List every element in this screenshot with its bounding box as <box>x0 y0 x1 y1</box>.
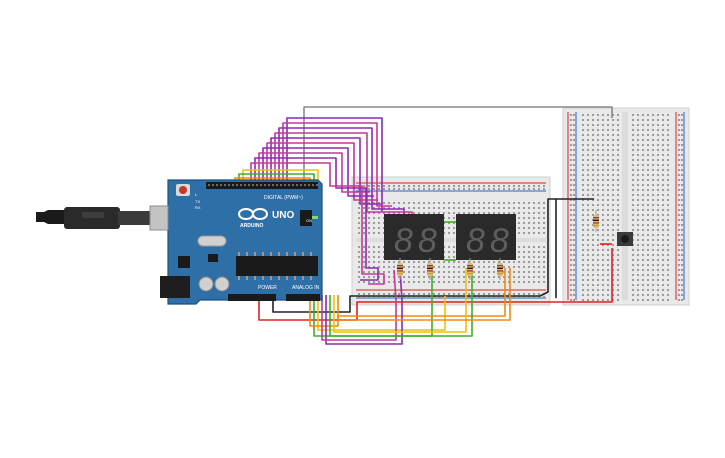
wire-purple[interactable] <box>286 117 383 212</box>
on-label: ON <box>306 218 312 223</box>
analog-label: ANALOG IN <box>292 285 320 291</box>
wire-purple[interactable] <box>254 157 379 281</box>
l-label: L <box>195 192 198 197</box>
wire-magenta[interactable] <box>321 269 397 341</box>
resistors <box>397 210 599 280</box>
crystal-oscillator <box>197 235 227 247</box>
display-digit: 8 <box>394 222 413 260</box>
wire-magenta[interactable] <box>250 162 385 285</box>
breadboard-holes <box>570 114 683 301</box>
wire-magenta[interactable] <box>274 132 413 216</box>
resistor-icon[interactable] <box>397 258 403 280</box>
power-jack[interactable] <box>160 276 190 298</box>
arduino-uno-board[interactable]: UNO ARDUINO DIGITAL (PWM~) POWER ANALOG … <box>149 179 323 305</box>
arduino-logo-icon <box>238 208 268 220</box>
wire-orange[interactable] <box>337 268 511 321</box>
tx-label: TX <box>195 199 200 204</box>
reset-button-cap[interactable] <box>179 186 187 194</box>
display-digit: 8 <box>418 222 437 260</box>
atmega-chip <box>236 256 318 276</box>
power-header[interactable] <box>228 294 276 301</box>
board-model: UNO <box>272 210 294 221</box>
power-label: POWER <box>258 285 277 291</box>
icsp-header <box>300 210 312 226</box>
voltage-regulator <box>178 256 190 268</box>
display-housing <box>456 214 516 260</box>
push-button-icon[interactable] <box>617 232 633 246</box>
resistor-icon[interactable] <box>427 258 433 280</box>
seven-segment-display-left: 8 8 <box>384 214 444 260</box>
seven-segment-display-right: 8 8 <box>456 214 516 260</box>
resistor-icon[interactable] <box>593 210 599 232</box>
resistor-icon[interactable] <box>467 258 473 280</box>
wire-gray[interactable] <box>303 106 613 182</box>
wires <box>234 106 613 345</box>
wire-red[interactable] <box>258 248 613 321</box>
wire-purple[interactable] <box>325 269 403 345</box>
small-chip <box>208 254 218 262</box>
wire-orange[interactable] <box>234 177 506 327</box>
usb-plug-icon[interactable] <box>36 205 169 231</box>
usb-port[interactable] <box>149 205 169 231</box>
analog-header[interactable] <box>286 294 320 301</box>
rx-label: RX <box>195 205 201 210</box>
wire-green[interactable] <box>329 268 473 337</box>
capacitor <box>198 276 214 292</box>
digital-label: DIGITAL (PWM~) <box>264 195 303 201</box>
display-digit: 8 <box>466 222 485 260</box>
wire-purple[interactable] <box>262 147 374 197</box>
resistor-icon[interactable] <box>497 258 503 280</box>
capacitor <box>214 276 230 292</box>
board-brand: ARDUINO <box>240 223 263 229</box>
breadboard-side <box>562 107 690 306</box>
display-digit: 8 <box>490 222 509 260</box>
wire-purple[interactable] <box>278 127 405 214</box>
display-housing <box>384 214 444 260</box>
wire-yellow[interactable] <box>333 268 467 333</box>
power-led <box>312 216 318 219</box>
